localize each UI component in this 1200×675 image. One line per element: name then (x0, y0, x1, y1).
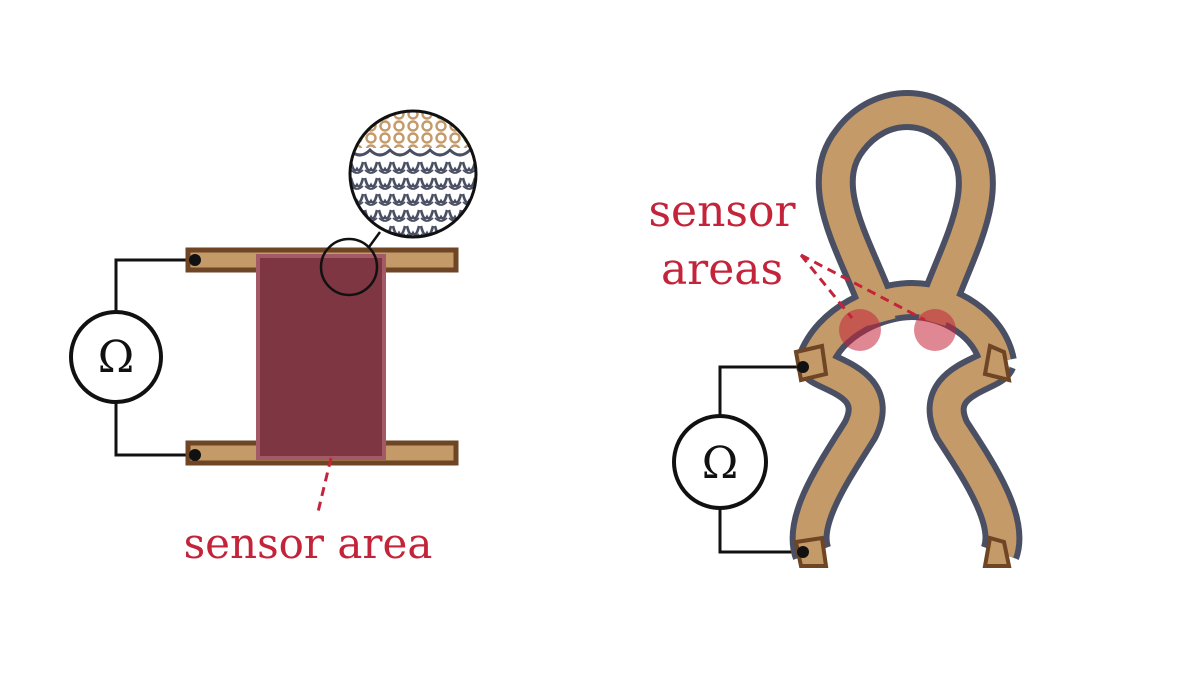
sensor-areas-label-line1: sensor (648, 186, 796, 237)
magnifier-ring (319, 237, 379, 297)
sensor-area-rect (256, 254, 386, 460)
sensor-areas-leader-right (800, 253, 926, 322)
left-bottom-terminal-dot (189, 449, 201, 461)
knit-zoom-bubble (348, 109, 478, 239)
sensor-area-label: sensor area (184, 519, 433, 568)
right-ohmmeter-symbol: Ω (702, 438, 738, 489)
left-ohmmeter-symbol: Ω (98, 332, 134, 383)
yarn-end-bottom-right (982, 535, 1012, 568)
yarn-end-top-right (982, 343, 1012, 383)
knit-loop-yarn (795, 96, 1017, 558)
sensor-area-leader (316, 457, 333, 513)
right-bottom-wire (718, 508, 805, 554)
sensor-area-highlight-right (914, 309, 956, 351)
magnifier-connector (367, 231, 382, 248)
left-ohmmeter (69, 310, 163, 404)
right-diagram: Ω sensor areas (648, 90, 1023, 568)
left-diagram: Ω sensor area (69, 109, 478, 568)
yarn-end-bottom-left (793, 535, 829, 568)
sensor-areas-leader-left (799, 254, 854, 319)
right-top-wire (718, 365, 805, 415)
left-bottom-wire (114, 402, 193, 457)
right-bottom-terminal-dot (797, 546, 809, 558)
right-ohmmeter (672, 414, 768, 510)
right-top-terminal-dot (797, 361, 809, 373)
left-top-terminal-dot (189, 254, 201, 266)
sensor-area-highlight-left (839, 309, 881, 351)
left-top-wire (114, 258, 193, 313)
sensor-areas-label-line2: areas (661, 244, 783, 295)
